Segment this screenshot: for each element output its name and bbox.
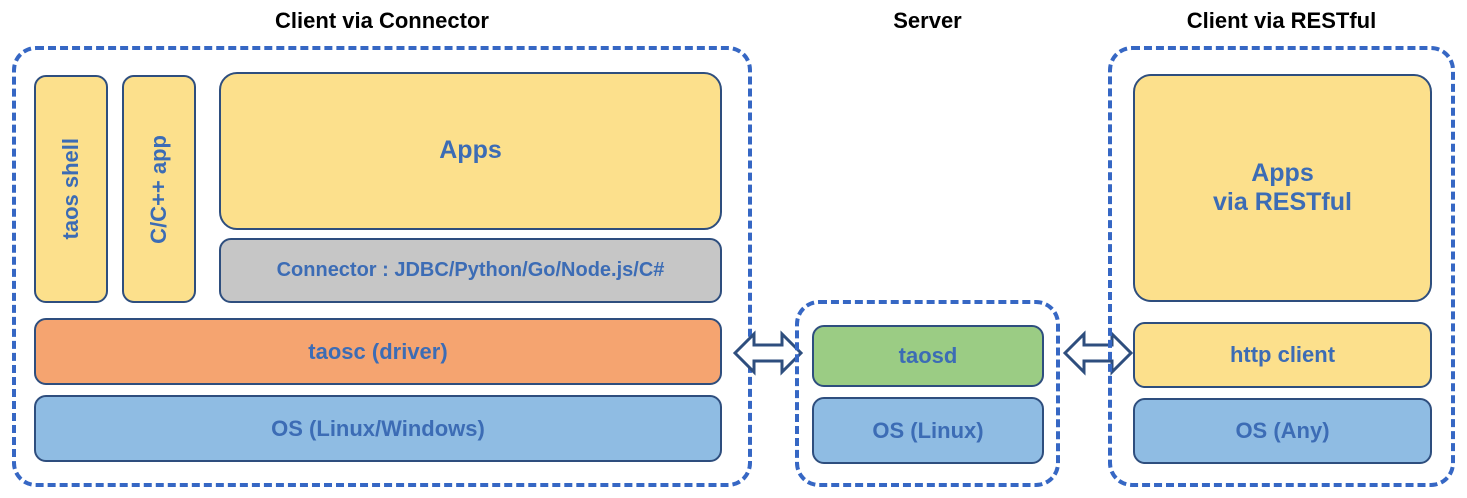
box-os-any[interactable]: OS (Any): [1133, 398, 1432, 464]
box-os-any-label: OS (Any): [1235, 418, 1330, 444]
box-connector-label: Connector : JDBC/Python/Go/Node.js/C#: [276, 258, 665, 281]
box-os-linux-windows-label: OS (Linux/Windows): [271, 415, 485, 441]
box-taosc-driver[interactable]: taosc (driver): [34, 318, 722, 385]
box-connector[interactable]: Connector : JDBC/Python/Go/Node.js/C#: [219, 238, 722, 303]
box-taos-shell[interactable]: taos shell: [34, 75, 108, 303]
panel-title-server: Server: [893, 8, 962, 33]
panel-title-client-restful: Client via RESTful: [1186, 8, 1377, 33]
box-apps-via-restful-label: Apps via RESTful: [1213, 158, 1352, 217]
panel-server: [795, 300, 1060, 487]
double-arrow-left-right-icon-connector-server: [732, 328, 804, 378]
box-taosd[interactable]: taosd: [812, 325, 1044, 387]
double-arrow-left-right-icon-server-restful: [1062, 328, 1134, 378]
box-http-client[interactable]: http client: [1133, 322, 1432, 388]
box-taos-shell-label: taos shell: [58, 138, 84, 240]
box-http-client-label: http client: [1229, 342, 1336, 368]
panel-client-restful: [1108, 46, 1455, 487]
box-os-linux[interactable]: OS (Linux): [812, 397, 1044, 464]
box-apps-via-restful[interactable]: Apps via RESTful: [1133, 74, 1432, 302]
panel-client-connector: [12, 46, 752, 487]
box-taosc-driver-label: taosc (driver): [308, 338, 448, 364]
box-os-linux-windows[interactable]: OS (Linux/Windows): [34, 395, 722, 462]
box-apps-label: Apps: [439, 136, 502, 165]
box-os-linux-label: OS (Linux): [872, 417, 984, 443]
box-c-cpp-app-label: C/C++ app: [146, 134, 172, 244]
box-apps[interactable]: Apps: [219, 72, 722, 230]
box-taosd-label: taosd: [898, 343, 958, 369]
box-c-cpp-app[interactable]: C/C++ app: [122, 75, 196, 303]
panel-title-client-connector: Client via Connector: [275, 8, 489, 33]
